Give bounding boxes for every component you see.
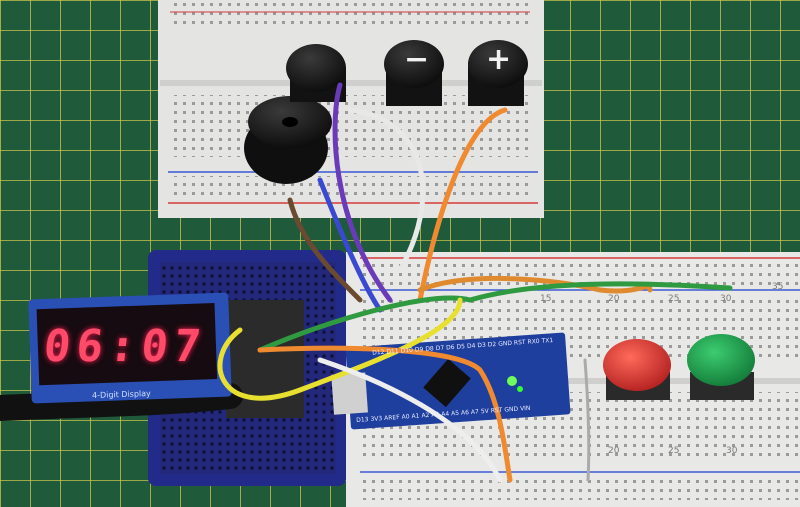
nano-pin-label: D7 (435, 344, 445, 353)
nano-pin-label: D11 (386, 347, 399, 356)
nano-pin-label: A4 (441, 410, 450, 419)
nano-pin-label: A6 (460, 409, 470, 417)
color-buttons (603, 334, 755, 400)
breadboard-column-number: 20 (608, 294, 620, 304)
nano-pin-label: D9 (414, 346, 424, 354)
nano-pin-label: AREF (383, 413, 400, 423)
usb-cable (0, 383, 243, 421)
nano-pin-label: A1 (411, 412, 420, 421)
nano-pin-label: RST (513, 338, 526, 347)
nano-pin-label: D5 (456, 343, 466, 351)
breadboard-column-number: 30 (720, 294, 732, 304)
display-digits: 06:07 (41, 321, 210, 372)
plus-button-symbol: + (486, 42, 512, 77)
nano-pin-label: RX0 (527, 337, 540, 346)
nano-pin-label: D13 (355, 416, 369, 424)
nano-pin-label: A5 (450, 409, 460, 418)
nano-pin-label: GND (504, 405, 519, 414)
nano-pin-label: TX1 (541, 336, 554, 345)
nano-pin-label: D12 (371, 348, 385, 357)
nano-pin-label: D10 (400, 346, 414, 355)
nano-pin-label: D2 (487, 340, 497, 349)
breadboard-column-number: 25 (668, 294, 680, 304)
nano-pin-label: D4 (466, 342, 476, 350)
breadboard-column-number: 15 (540, 294, 552, 304)
nano-pin-label: VIN (519, 404, 531, 413)
nano-pin-label: GND (497, 339, 513, 348)
breadboard-column-number: 25 (668, 446, 680, 456)
nano-pin-label: 3V3 (370, 415, 383, 423)
nano-pin-label: A7 (470, 408, 480, 416)
arduino-nano (331, 332, 571, 430)
minus-button-symbol: − (404, 42, 430, 77)
nano-pin-label: D8 (425, 345, 434, 353)
nano-pin-label: A2 (421, 411, 430, 420)
breadboard-column-number: 20 (608, 446, 620, 456)
nano-pin-label: RST (490, 406, 503, 415)
nano-pin-label: D6 (445, 343, 455, 352)
jumper-wires (217, 82, 733, 483)
nano-pin-label: A3 (431, 411, 440, 419)
nano-pin-label: 5V (480, 407, 489, 416)
nano-pin-label: D3 (477, 341, 487, 350)
nano-pin-label: A0 (401, 413, 410, 421)
breadboard-column-number: 30 (726, 446, 738, 456)
breadboard-column-number: 35 (772, 282, 784, 292)
buzzer (244, 96, 332, 184)
display-module (28, 292, 232, 404)
